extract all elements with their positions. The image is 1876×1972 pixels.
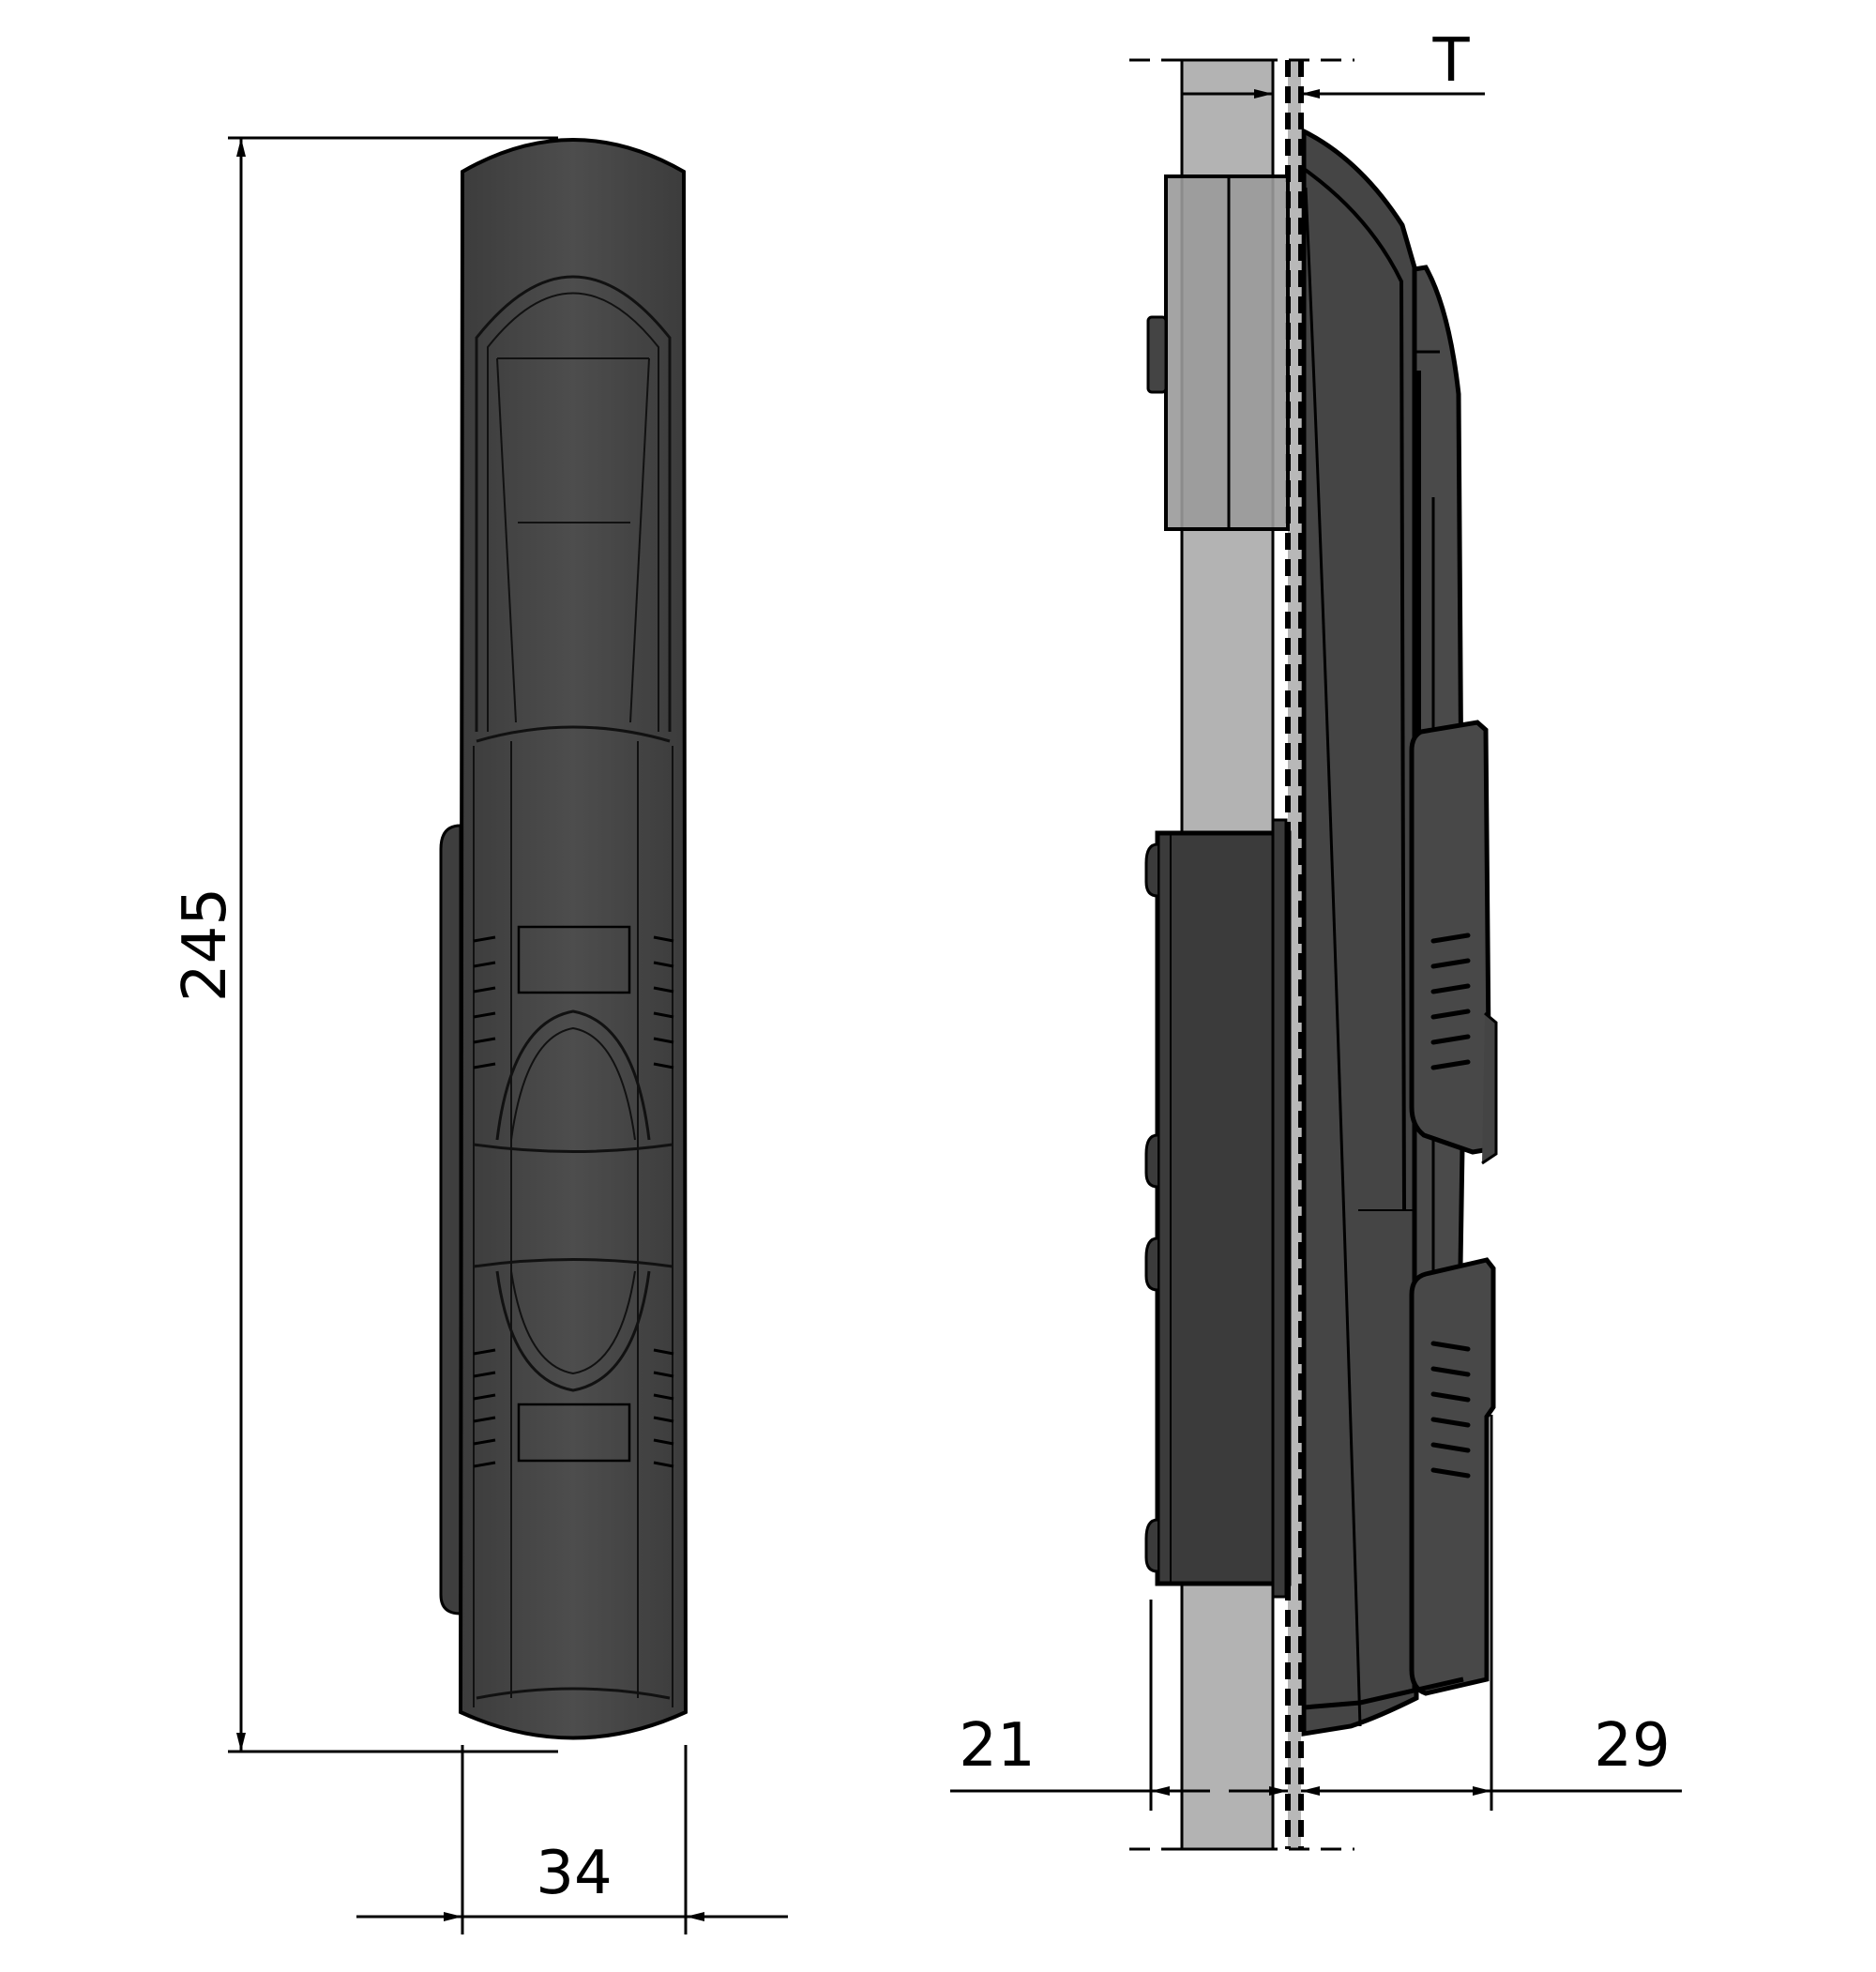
rear-housing-lower [1144,818,1292,1599]
label-window-lower [517,1403,631,1463]
grip-pad-upper-side [1409,720,1498,1165]
dimension-depth-behind-label: 21 [959,1711,1035,1781]
upper-arch-recess [475,275,672,732]
dimension-thickness: T [1182,26,1485,99]
front-view [439,138,688,1740]
dimension-height: 245 [171,136,558,1753]
grip-ribs-lower [473,1348,674,1468]
dimension-width-label: 34 [536,1839,612,1908]
grip-pad-lower-side [1409,1257,1496,1696]
back-plate [439,824,462,1616]
rear-bracket-upper [1146,174,1290,531]
label-window-upper [517,925,631,994]
grip-ribs-upper [473,935,674,1069]
handle-side-profile [1301,127,1419,1737]
handle-body [458,138,688,1740]
lower-arch [495,1270,651,1392]
dimension-thickness-label: T [1431,26,1470,96]
middle-arch [495,1009,651,1141]
dimension-height-label: 245 [171,887,240,1002]
side-view [1129,58,1498,1851]
dimension-depth-front-label: 29 [1594,1711,1670,1781]
dimension-width: 34 [356,1745,788,1934]
dimension-depth-behind: 21 [950,1600,1288,1811]
dimension-depth-front: 29 [1301,1415,1682,1811]
